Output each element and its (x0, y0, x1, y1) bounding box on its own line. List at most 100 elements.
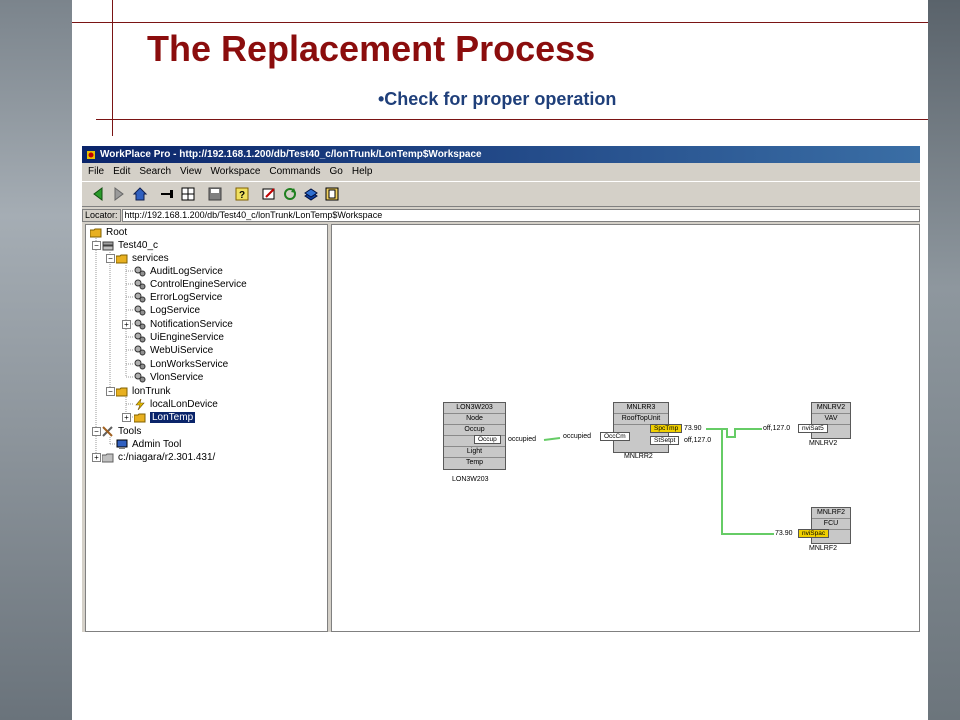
slide-title: The Replacement Process (147, 28, 596, 69)
folder-icon (134, 412, 146, 423)
menu-view[interactable]: View (180, 166, 202, 177)
layers-icon (303, 188, 318, 201)
gears-icon (134, 359, 146, 370)
tree-item-niagara-path[interactable]: c:/niagara/r2.301.431/ (102, 451, 215, 464)
computer-icon (116, 439, 128, 450)
tree-item-admin-tool[interactable]: Admin Tool (116, 438, 181, 451)
locator-input[interactable]: http://192.168.1.200/db/Test40_c/lonTrun… (121, 208, 920, 222)
tree-item-controlengineservice[interactable]: ControlEngineService (134, 278, 247, 291)
tree-item-notificationservice[interactable]: NotificationService (134, 318, 233, 331)
block-mnlrf2[interactable]: MNLRF2 FCU (811, 507, 851, 544)
tree-item-auditlogservice[interactable]: AuditLogService (134, 265, 223, 278)
tree-item-lontrunk[interactable]: lonTrunk (116, 385, 171, 398)
link-button[interactable] (157, 185, 176, 204)
back-arrow-icon (92, 187, 102, 201)
back-button[interactable] (88, 185, 107, 204)
tree-item-label: AuditLogService (150, 266, 223, 277)
tree-item-lontemp[interactable]: LonTemp (134, 411, 196, 424)
save-button[interactable] (205, 185, 224, 204)
tree-item-label: ControlEngineService (150, 279, 247, 290)
gears-icon (134, 266, 146, 277)
help-icon: ? (235, 187, 248, 201)
tree-item-label: Root (106, 227, 128, 238)
forward-button[interactable] (109, 185, 128, 204)
tree-item-label-selected: LonTemp (150, 412, 196, 423)
wire-occupied[interactable] (543, 437, 561, 441)
panel-button[interactable] (322, 185, 341, 204)
panel-icon (325, 187, 338, 201)
gears-icon (134, 292, 146, 303)
wire-value-stsetpt: off,127.0 (684, 437, 712, 444)
wire-spctmp-to-nvispac[interactable] (706, 428, 774, 535)
port-nvisat5-in[interactable]: nviSat5 (798, 424, 828, 433)
tree-item-lonworksservice[interactable]: LonWorksService (134, 358, 228, 371)
slide-background-right (928, 0, 960, 720)
lightning-icon (134, 399, 146, 410)
menu-go[interactable]: Go (329, 166, 343, 177)
tree-item-logservice[interactable]: LogService (134, 304, 200, 317)
tree-item-services[interactable]: services (116, 252, 169, 265)
block-label-mnlrr2: MNLRR2 (624, 453, 653, 460)
gears-icon (134, 332, 146, 343)
menu-help[interactable]: Help (351, 166, 373, 177)
slide-bullet: •Check for proper operation (378, 89, 617, 109)
tree-item-vlonservice[interactable]: VlonService (134, 371, 203, 384)
menu-file[interactable]: File (88, 166, 105, 177)
tree-item-locallondevice[interactable]: localLonDevice (134, 398, 218, 411)
edit-button[interactable] (259, 185, 278, 204)
port-stsetpt[interactable]: StSetpt (650, 436, 680, 445)
menu-workspace[interactable]: Workspace (210, 166, 261, 177)
gears-icon (134, 305, 146, 316)
wire-value-nvisat5: off,127.0 (763, 425, 791, 432)
refresh-button[interactable] (280, 185, 299, 204)
layers-button[interactable] (301, 185, 320, 204)
block-label-mnlrf2: MNLRF2 (809, 545, 838, 552)
edit-icon (262, 188, 275, 200)
station-icon (102, 240, 114, 251)
wire-value-spctmp: 73.90 (684, 425, 702, 432)
tree-item-label: NotificationService (150, 319, 233, 330)
wiresheet-canvas[interactable]: LON3W203 Node Occup Light Temp Occup occ… (331, 224, 920, 632)
block-mnlrv2[interactable]: MNLRV2 VAV (811, 402, 851, 439)
locator-bar: Locator: http://192.168.1.200/db/Test40_… (82, 208, 920, 222)
tree-item-label: Admin Tool (132, 439, 182, 450)
folder-icon (116, 386, 128, 397)
tree-item-uiengineservice[interactable]: UiEngineService (134, 331, 224, 344)
wire-links (543, 428, 774, 535)
refresh-icon (283, 188, 296, 200)
tree-item-webuiservice[interactable]: WebUiService (134, 344, 213, 357)
tree-item-errorlogservice[interactable]: ErrorLogService (134, 291, 222, 304)
folder-icon (90, 227, 102, 238)
slide-background-left (0, 0, 72, 720)
home-button[interactable] (130, 185, 149, 204)
port-spctmp[interactable]: SpcTmp (650, 424, 683, 433)
menu-edit[interactable]: Edit (113, 166, 131, 177)
window-titlebar[interactable]: WorkPlace Pro - http://192.168.1.200/db/… (82, 146, 920, 163)
tree-item-root[interactable]: Root (90, 226, 127, 239)
wire-value-occupied-in: occupied (563, 433, 592, 440)
grid-button[interactable] (178, 185, 197, 204)
menu-commands[interactable]: Commands (269, 166, 321, 177)
block-label-mnlrv2: MNLRV2 (809, 440, 838, 447)
folder-icon (116, 253, 128, 264)
block-row-temp: Temp (465, 459, 484, 466)
port-nvispac-in[interactable]: nviSpac (798, 529, 830, 538)
pane-splitter[interactable] (328, 224, 331, 632)
tree-item-label: lonTrunk (132, 386, 171, 397)
port-occup-out[interactable]: Occup (474, 435, 501, 444)
tree-item-test40-c[interactable]: Test40_c (102, 239, 158, 252)
tree-item-label: LogService (150, 305, 201, 316)
block-type: FCU (812, 519, 850, 530)
tree-item-tools[interactable]: Tools (102, 425, 141, 438)
help-button[interactable]: ? (232, 185, 251, 204)
toolbar: ? (82, 181, 920, 207)
tree-item-label: services (132, 253, 169, 264)
port-occcm-in[interactable]: OccCm (600, 432, 630, 441)
menu-search[interactable]: Search (139, 166, 172, 177)
workplace-pro-window: WorkPlace Pro - http://192.168.1.200/db/… (82, 146, 920, 632)
wire-spctmp-to-nvisat5[interactable] (706, 428, 762, 438)
block-header: MNLRV2 (812, 403, 850, 414)
locator-label: Locator: (82, 208, 121, 222)
tree-item-label: localLonDevice (150, 399, 218, 410)
navigation-tree: Root Test40_c services AuditLogService C… (85, 224, 328, 632)
